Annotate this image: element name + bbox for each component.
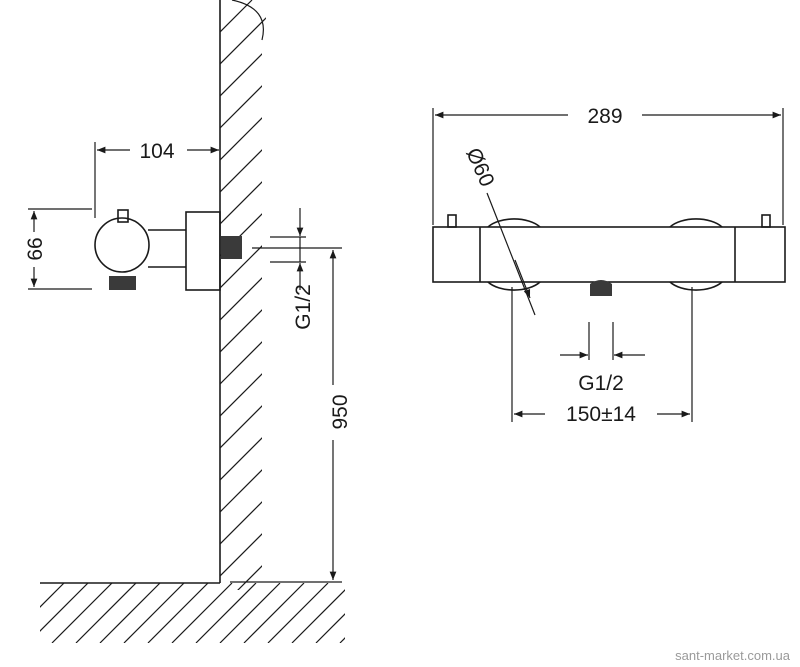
hatch-line: [123, 583, 185, 643]
hatch-line: [315, 613, 345, 643]
hatch-line: [195, 583, 257, 643]
dimension-150: [511, 287, 693, 422]
hatch-line: [220, 0, 266, 590]
hatch-line: [220, 0, 266, 590]
watermark: sant-market.com.ua: [675, 648, 791, 663]
hatch-line: [40, 583, 41, 584]
hatch-line: [291, 589, 345, 643]
hatch-line: [259, 0, 266, 590]
hatch-line: [220, 0, 266, 590]
hatch-line: [220, 0, 221, 590]
floor: [40, 582, 345, 643]
hatch-line: [51, 583, 113, 643]
dimension-diameter: [486, 192, 536, 316]
dim-66-label: 66: [24, 237, 47, 260]
mixer-side-view: [94, 209, 242, 291]
dimension-thread-front: [560, 322, 645, 360]
wall-connector: [221, 236, 242, 259]
nut-icon: [109, 276, 136, 290]
dim-diameter-label: Ø60: [461, 145, 498, 191]
dimension-104: [94, 142, 219, 218]
hatch-line: [220, 0, 266, 590]
hatch-line: [220, 0, 266, 590]
hatch-line: [220, 0, 266, 590]
hatch-line: [40, 583, 89, 632]
dim-289-label: 289: [587, 105, 622, 128]
hatch-line: [220, 0, 266, 590]
spout-outlet: [590, 280, 612, 296]
hatch-line: [339, 637, 345, 643]
hatch-line: [219, 583, 281, 643]
hatch-line: [171, 583, 233, 643]
hatch-line: [40, 583, 65, 608]
hatch-line: [220, 0, 266, 590]
dimension-thread-side: [270, 208, 306, 290]
hatch-line: [75, 583, 137, 643]
dim-104-label: 104: [139, 140, 174, 163]
hatch-line: [220, 0, 266, 590]
dimension-950: [230, 247, 342, 583]
hatch-line: [243, 583, 305, 643]
dim-thread-side-label: G1/2: [292, 284, 315, 330]
dim-thread-front-label: G1/2: [578, 372, 624, 395]
wall: [219, 0, 266, 590]
hatch-line: [267, 583, 329, 643]
dim-150-label: 150±14: [566, 403, 636, 426]
hatch-line: [220, 0, 266, 590]
hatch-line: [220, 0, 266, 590]
hatch-line: [147, 583, 209, 643]
hatch-line: [99, 583, 161, 643]
mixer-front-view: [432, 214, 786, 296]
hatch-line: [220, 0, 266, 590]
hatch-line: [220, 0, 266, 590]
dimension-289: [432, 108, 784, 225]
hatch-line: [220, 0, 253, 590]
dim-950-label: 950: [329, 394, 352, 429]
hatch-line: [220, 0, 266, 590]
dimension-66: [28, 208, 92, 290]
